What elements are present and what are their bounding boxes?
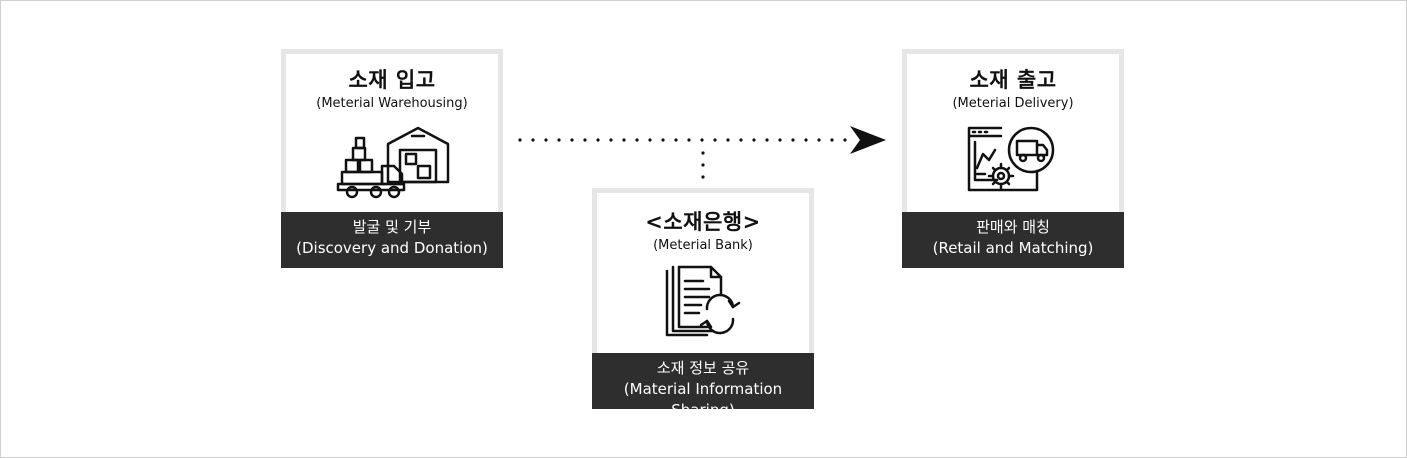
delivery-footer-en: (Retail and Matching)	[932, 239, 1094, 257]
warehousing-subtitle: (Meterial Warehousing)	[316, 96, 468, 111]
delivery-footer-ko: 판매와 매칭	[976, 218, 1050, 236]
delivery-subtitle: (Meterial Delivery)	[952, 96, 1074, 111]
bank-footer-ko: 소재 정보 공유	[656, 359, 750, 377]
delivery-title: 소재 출고	[969, 68, 1057, 92]
warehouse-truck-icon	[336, 126, 450, 199]
bank-footer-en: (Material Information Sharing)	[623, 380, 783, 419]
warehousing-footer-en: (Discovery and Donation)	[296, 239, 488, 257]
bank-footer: 소재 정보 공유 (Material Information Sharing)	[592, 353, 814, 419]
warehousing-footer-ko: 발굴 및 기부	[352, 218, 432, 236]
bank-title: <소재은행>	[645, 210, 761, 234]
delivery-card: 소재 출고 (Meterial Delivery) 판매와 매칭 (Retail…	[902, 49, 1124, 268]
arrowhead-icon	[850, 126, 886, 154]
warehousing-title: 소재 입고	[348, 68, 436, 92]
bank-card: <소재은행> (Meterial Bank) 소재 정보 공유 (Materia…	[592, 188, 814, 419]
bank-subtitle: (Meterial Bank)	[653, 238, 753, 253]
documents-sync-icon	[665, 265, 741, 337]
warehousing-card: 소재 입고 (Meterial Warehousing) 발굴 및 기부 (Di…	[281, 49, 503, 268]
delivery-dashboard-icon	[967, 126, 1055, 192]
warehousing-footer: 발굴 및 기부 (Discovery and Donation)	[281, 212, 503, 268]
delivery-footer: 판매와 매칭 (Retail and Matching)	[902, 212, 1124, 268]
